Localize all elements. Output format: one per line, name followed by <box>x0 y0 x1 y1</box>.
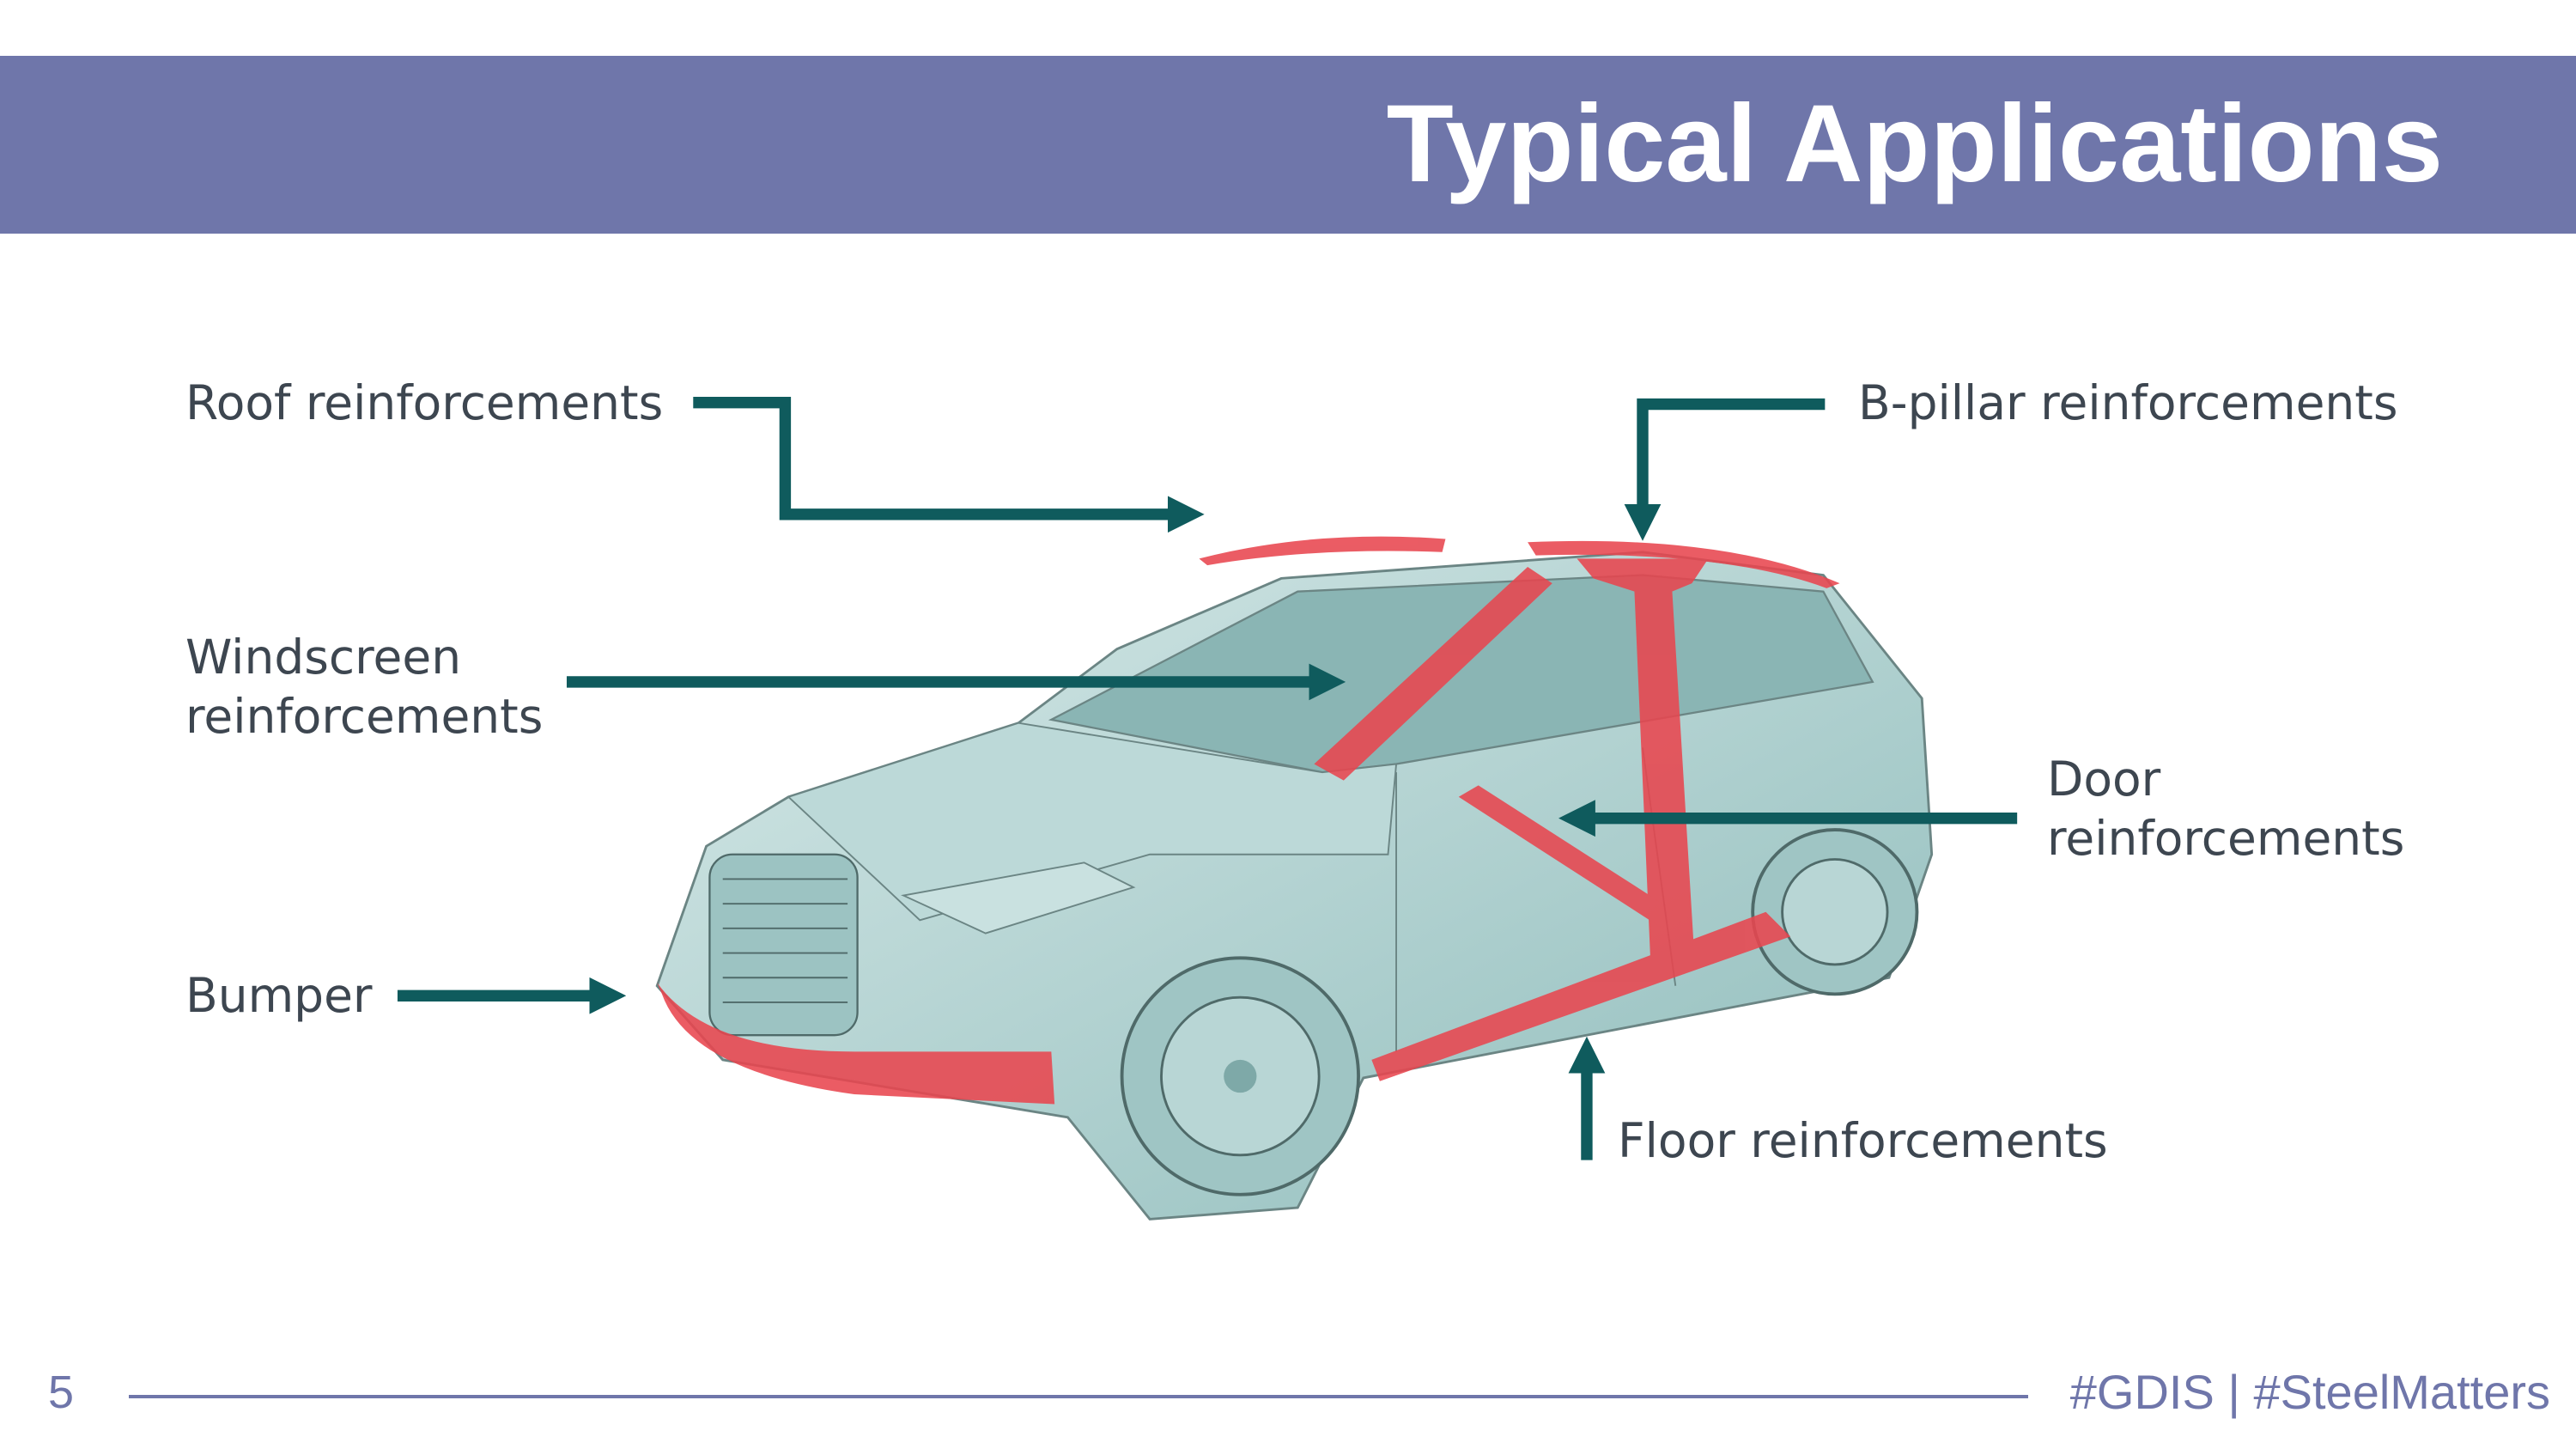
b-pillar-arrow <box>1624 398 1826 541</box>
windscreen-reinforcement <box>1314 566 1552 781</box>
label-bumper: Bumper <box>185 968 373 1023</box>
page-number: 5 <box>48 1367 75 1418</box>
label-door-line2: reinforcements <box>2047 811 2405 866</box>
label-windscreen-line2: reinforcements <box>185 689 544 744</box>
label-floor-reinforcements: Floor reinforcements <box>1618 1113 2108 1168</box>
label-windscreen-line1: Windscreen <box>185 630 462 685</box>
footer-hashtags: #GDIS | #SteelMatters <box>2069 1365 2550 1419</box>
b-pillar-reinforcement <box>1577 558 1709 970</box>
callout-arrows <box>397 396 2018 1160</box>
footer-divider <box>129 1395 2028 1398</box>
roof-reinforcement-rear <box>1528 540 1840 588</box>
reinforcements <box>657 536 1840 1105</box>
title-banner <box>0 56 2576 234</box>
door-reinforcement <box>1458 785 1676 928</box>
bumper-reinforcement <box>657 982 1055 1105</box>
slide-title: Typical Applications <box>1386 82 2443 205</box>
label-roof-reinforcements: Roof reinforcements <box>185 375 664 430</box>
floor-reinforcement <box>1371 911 1791 1081</box>
label-b-pillar-reinforcements: B-pillar reinforcements <box>1858 375 2398 430</box>
roof-reinforcement <box>1199 536 1446 566</box>
wheels <box>1120 828 1919 1196</box>
label-door-line1: Door <box>2047 752 2161 807</box>
roof-arrow <box>693 396 1205 533</box>
